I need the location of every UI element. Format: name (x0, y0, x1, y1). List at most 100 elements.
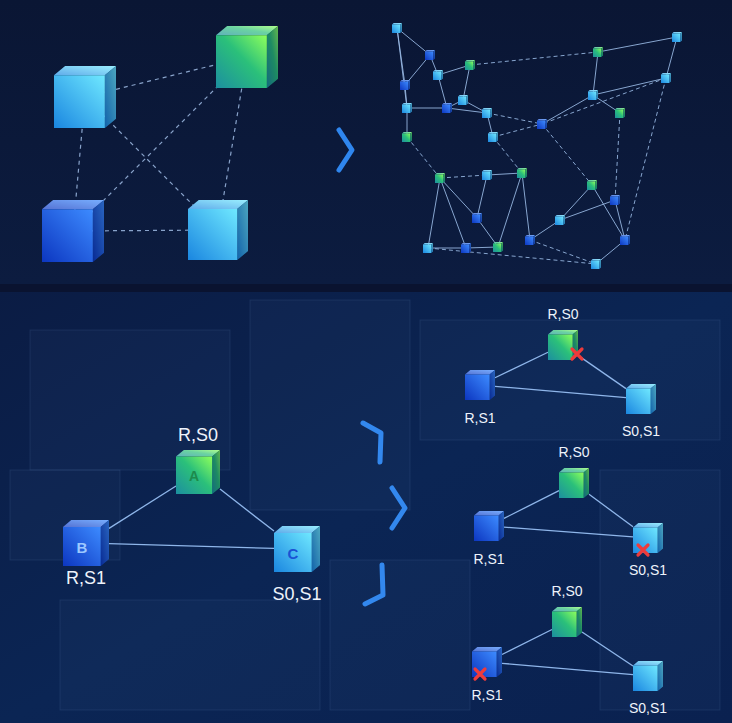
cube-side-shade (410, 132, 412, 142)
cube-side (497, 647, 502, 677)
cube-front (472, 652, 497, 678)
node-label: R,S0 (551, 584, 582, 599)
cube-front (400, 82, 408, 91)
cube-front (591, 261, 599, 270)
cube-side-shade (596, 90, 598, 100)
cube-shape (274, 526, 320, 572)
cube-front (423, 245, 431, 254)
cube-side-shade (533, 235, 535, 245)
cube-side-shade (105, 66, 116, 128)
cube-front (615, 110, 623, 119)
cube-front (482, 172, 490, 181)
mesh-link (615, 200, 625, 240)
cube-front (442, 105, 450, 114)
cube-side (490, 170, 492, 180)
cube-side-shade (658, 523, 663, 553)
mesh-dashed-link (615, 113, 620, 200)
cube-front (593, 49, 601, 58)
cube-side (601, 47, 603, 57)
mesh-link (397, 28, 407, 108)
node-label: R,S1 (464, 411, 495, 426)
connector-line (495, 386, 626, 397)
cube-front (216, 35, 267, 88)
cube-graphic (552, 607, 582, 637)
cube-shape (400, 80, 410, 90)
connector-line (589, 494, 633, 527)
cube-side (267, 26, 278, 88)
red-cross (475, 669, 485, 679)
mesh-dashed-link (428, 248, 596, 264)
cube-side (595, 180, 597, 190)
cube-side-shade (669, 73, 671, 83)
node-label: S0,S1 (629, 563, 667, 578)
cube-shape (474, 511, 504, 541)
cube-node: R,S0 (548, 330, 578, 360)
cube-node: R,S1 (472, 647, 502, 677)
cube-side (450, 103, 452, 113)
cube-side-shade (101, 520, 109, 566)
cube-shape (626, 384, 656, 414)
cube-side-shade (490, 370, 495, 400)
cube-shape (435, 173, 445, 183)
cube-side (490, 370, 495, 400)
cube-side (410, 132, 412, 142)
cube-shape (425, 50, 435, 60)
cube-front (588, 92, 596, 101)
cube-front (517, 170, 525, 179)
cube-front (458, 97, 466, 106)
mesh-link (666, 37, 677, 78)
cube-front (620, 237, 628, 246)
cube-side-shade (469, 243, 471, 253)
mesh-link (593, 52, 598, 95)
cube-shape (461, 243, 471, 253)
cube-side (599, 259, 601, 269)
cube-side-shade (595, 180, 597, 190)
node-label: R,S0 (558, 445, 589, 460)
cube-graphic (474, 511, 504, 541)
cube-side-shade (563, 215, 565, 225)
cube-shape (433, 70, 443, 80)
cube-shape (63, 520, 109, 566)
mesh-link (592, 185, 625, 240)
mesh-dashed-link (542, 78, 666, 124)
mesh-dashed-link (493, 124, 542, 137)
cube-shape (488, 132, 498, 142)
cube-shape (593, 47, 603, 57)
cube-side-shade (431, 243, 433, 253)
cube-shape (42, 200, 104, 262)
failure-mark (473, 667, 487, 681)
chevron-arrow (339, 130, 352, 170)
cube-side (533, 235, 535, 245)
cube-side-shade (496, 132, 498, 142)
cube-shape (552, 607, 582, 637)
cube-side-shade (441, 70, 443, 80)
connector-line (495, 352, 548, 378)
cube-shape (465, 370, 495, 400)
cube-side (93, 200, 104, 262)
cube-shape (465, 60, 475, 70)
cube-side-shade (680, 32, 682, 42)
cube-shape (633, 661, 663, 691)
cube-side (431, 243, 433, 253)
cube-side-shade (212, 450, 220, 494)
cube-front (435, 175, 443, 184)
cube-side (400, 23, 402, 33)
node-label: R,S0 (178, 426, 218, 446)
red-cross (572, 349, 582, 359)
connector-line (220, 489, 274, 531)
cube-shape (661, 73, 671, 83)
cube-side-shade (651, 384, 656, 414)
connector-line (109, 544, 274, 549)
texture-panel (30, 330, 230, 470)
mesh-link (593, 78, 666, 95)
cube-side-shade (599, 259, 601, 269)
failure-mark (570, 347, 584, 361)
cube-side (473, 60, 475, 70)
cube-front (392, 25, 400, 34)
cube-side (441, 70, 443, 80)
cube-front (465, 62, 473, 71)
cube-side (658, 661, 663, 691)
cube-front (433, 72, 441, 81)
